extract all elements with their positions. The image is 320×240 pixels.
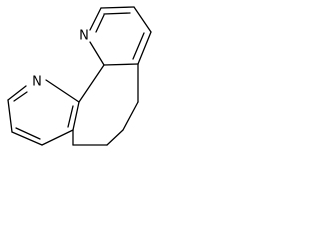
structure-diagram: N N: [0, 0, 172, 173]
double-bond-inner: [13, 91, 28, 102]
lower-pyridine-ring: [7, 79, 80, 146]
bond: [7, 99, 13, 133]
bond: [11, 131, 43, 146]
bond: [7, 85, 27, 101]
double-bond-inner: [132, 32, 145, 60]
nitrogen-atom-label: N: [32, 75, 42, 90]
upper-pyridine-ring: [89, 6, 152, 66]
bond: [106, 129, 124, 146]
bond: [100, 6, 135, 9]
bond: [41, 129, 74, 146]
bond: [78, 64, 105, 103]
molecule-drawing: N N: [7, 6, 152, 146]
double-bond-inner: [95, 14, 105, 33]
double-bond-inner: [67, 105, 74, 128]
cyclooctane-bridge: [72, 63, 139, 146]
bond: [137, 31, 152, 65]
bond: [72, 101, 80, 131]
bond: [133, 6, 152, 33]
bond: [89, 7, 102, 31]
bond: [122, 101, 139, 131]
double-bond-inner: [103, 12, 131, 15]
bond: [89, 41, 105, 66]
bond: [45, 79, 80, 103]
bond: [103, 63, 139, 66]
nitrogen-atom-label: N: [79, 29, 89, 44]
double-bond-inner: [15, 127, 41, 140]
